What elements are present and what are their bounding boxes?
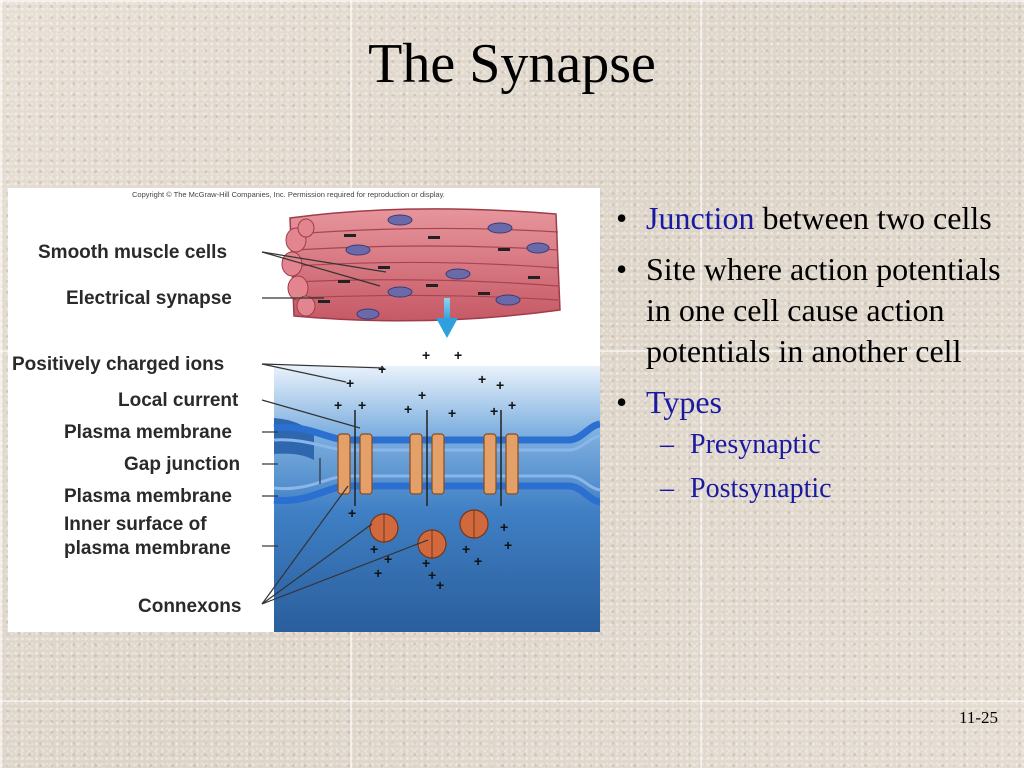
gap-junction-detail: ++ ++ ++ ++ ++ ++ ++ ++ ++ ++ ++ ++ — [273, 347, 600, 632]
slide-number: 11-25 — [958, 708, 998, 727]
label-gap-junction: Gap junction — [124, 454, 240, 475]
bullet-text: Site where action potentials in one cell… — [646, 251, 1001, 369]
sub-bullet-presynaptic: – Presynaptic — [660, 429, 821, 460]
svg-text:+: + — [462, 541, 470, 557]
bullet-list: • Junction between two cells • Site wher… — [602, 198, 1012, 511]
sub-bullet-text: Postsynaptic — [690, 473, 832, 504]
svg-text:+: + — [404, 401, 412, 417]
svg-text:+: + — [348, 505, 356, 521]
svg-text:+: + — [508, 397, 516, 413]
sub-bullet-postsynaptic: – Postsynaptic — [660, 473, 832, 504]
svg-text:+: + — [428, 567, 436, 583]
bullet-keyword: Types — [646, 384, 722, 420]
svg-text:+: + — [448, 405, 456, 421]
sub-bullet-text: Presynaptic — [690, 429, 821, 460]
figure-copyright: Copyright © The McGraw-Hill Companies, I… — [132, 190, 445, 199]
label-connexons: Connexons — [138, 596, 241, 617]
label-positively-charged-ions: Positively charged ions — [12, 354, 224, 375]
synapse-diagram: Copyright © The McGraw-Hill Companies, I… — [12, 190, 600, 632]
svg-text:+: + — [334, 397, 342, 413]
smooth-muscle-bundle — [281, 208, 561, 322]
label-inner-surface-1: Inner surface of — [64, 514, 207, 535]
svg-text:+: + — [500, 519, 508, 535]
label-smooth-muscle-cells: Smooth muscle cells — [38, 242, 227, 263]
svg-text:+: + — [374, 565, 382, 581]
svg-text:+: + — [504, 537, 512, 553]
label-plasma-membrane-2: Plasma membrane — [64, 486, 232, 507]
bullet-text: between two cells — [754, 200, 992, 236]
svg-text:+: + — [418, 387, 426, 403]
label-electrical-synapse: Electrical synapse — [66, 288, 232, 309]
zoom-arrow — [436, 298, 458, 338]
svg-text:+: + — [478, 371, 486, 387]
svg-text:+: + — [346, 375, 354, 391]
svg-text:+: + — [496, 377, 504, 393]
bullet-keyword: Junction — [646, 200, 755, 236]
svg-text:+: + — [422, 555, 430, 571]
bullet-junction: • Junction between two cells — [616, 200, 992, 236]
svg-text:+: + — [384, 551, 392, 567]
svg-text:+: + — [358, 397, 366, 413]
label-local-current: Local current — [118, 390, 239, 411]
bullet-types: • Types — [616, 384, 722, 420]
slide-title: The Synapse — [368, 33, 656, 95]
svg-text:+: + — [422, 347, 430, 363]
svg-text:+: + — [436, 577, 444, 593]
leader-lines — [261, 251, 429, 605]
svg-text:+: + — [378, 361, 386, 377]
svg-text:+: + — [474, 553, 482, 569]
svg-text:+: + — [490, 403, 498, 419]
label-plasma-membrane-1: Plasma membrane — [64, 422, 232, 443]
synapse-figure: Copyright © The McGraw-Hill Companies, I… — [8, 188, 600, 632]
svg-text:+: + — [454, 347, 462, 363]
label-inner-surface-2: plasma membrane — [64, 538, 231, 559]
svg-text:+: + — [370, 541, 378, 557]
bullet-site: • Site where action potentials in one ce… — [616, 251, 1001, 369]
